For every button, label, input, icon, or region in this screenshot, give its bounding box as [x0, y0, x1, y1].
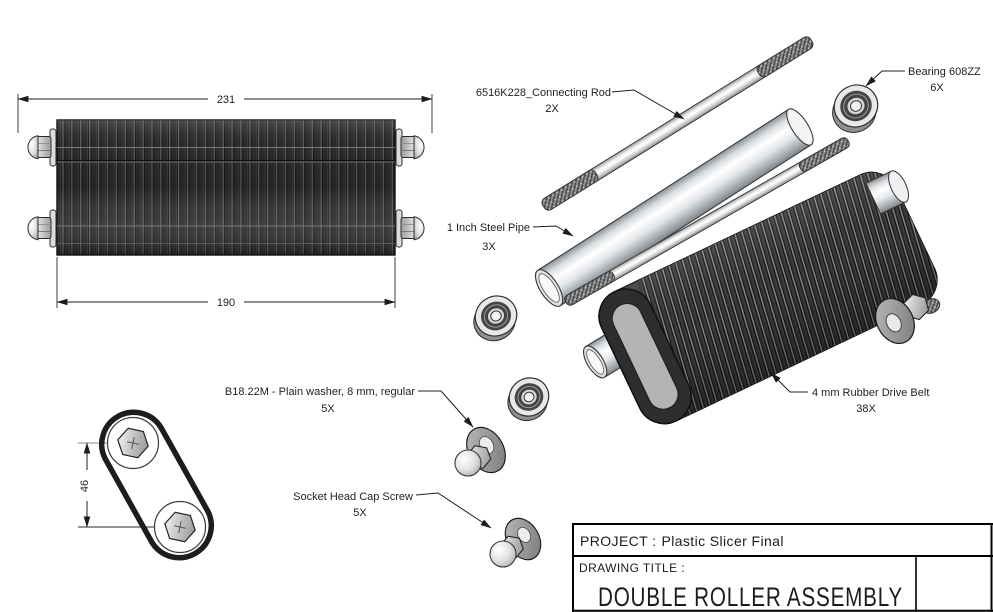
dim-value-centers: 46 — [79, 480, 91, 492]
callout-qty: 3X — [482, 241, 496, 253]
callout-qty: 2X — [545, 103, 559, 115]
end-screw-bottom-right — [395, 209, 425, 248]
belt-detail-view: 46 — [76, 409, 215, 561]
callout-qty: 38X — [856, 403, 876, 415]
callout-text: 6516K228_Connecting Rod — [476, 87, 611, 99]
callout-qty: 5X — [353, 507, 367, 519]
callout-plain-washer: B18.22M - Plain washer, 8 mm, regular 5X — [225, 386, 474, 428]
connecting-rod — [541, 36, 814, 211]
dim-value-outer: 231 — [217, 94, 235, 106]
washer-nut-right — [875, 293, 941, 345]
exploded-view: 6516K228_Connecting Rod 2X Bearing 608ZZ… — [225, 36, 981, 568]
washer-screw-lower — [489, 517, 542, 568]
callout-drive-belt: 4 mm Rubber Drive Belt 38X — [770, 372, 929, 415]
dim-text-mask — [208, 92, 244, 105]
roller-shading — [57, 120, 395, 255]
hex-bolt-top — [117, 427, 149, 459]
drawing-title-label: DRAWING TITLE : — [579, 561, 685, 575]
connecting-rod-2 — [564, 137, 850, 306]
leader-line — [611, 89, 685, 120]
bearing-608zz-c — [507, 377, 550, 422]
end-screw-top-left — [27, 128, 57, 167]
hex-bolt-bottom — [164, 511, 196, 543]
front-belt-loop-hole — [611, 302, 679, 410]
leader-line — [770, 372, 808, 393]
callout-text: Bearing 608ZZ — [908, 66, 981, 78]
callout-connecting-rod: 6516K228_Connecting Rod 2X — [476, 87, 685, 120]
steel-pipe-1 — [534, 108, 814, 307]
drawing-title-value: DOUBLE ROLLER ASSEMBLY — [598, 582, 903, 612]
end-screw-bottom-left — [27, 209, 57, 248]
callout-cap-screw: Socket Head Cap Screw 5X — [293, 491, 492, 529]
callout-bearing: Bearing 608ZZ 6X — [865, 66, 981, 94]
front-view-double-roller: 231 190 — [17, 92, 433, 309]
project-row: PROJECT : Plastic Slicer Final — [580, 533, 784, 549]
callout-steel-pipe: 1 Inch Steel Pipe 3X — [447, 222, 574, 253]
project-label: PROJECT : — [580, 533, 656, 549]
drive-belt-loop — [98, 409, 215, 561]
leader-line — [865, 70, 905, 87]
leader-line — [415, 492, 492, 529]
callout-text: 1 Inch Steel Pipe — [447, 222, 530, 234]
drive-belt-roller — [590, 163, 946, 433]
dim-text-mask — [76, 470, 91, 501]
washer-screw-upper — [454, 426, 506, 477]
callout-qty: 5X — [321, 403, 335, 415]
roller-body — [56, 119, 396, 256]
dimension-190: 190 — [56, 257, 396, 309]
pipe-hub-end — [865, 170, 910, 215]
callout-text: B18.22M - Plain washer, 8 mm, regular — [225, 386, 415, 398]
callout-text: Socket Head Cap Screw — [293, 491, 413, 503]
callout-qty: 6X — [930, 82, 944, 94]
callout-text: 4 mm Rubber Drive Belt — [812, 387, 929, 399]
dim-value-inner: 190 — [217, 297, 235, 309]
end-screw-top-right — [395, 128, 425, 167]
project-value: Plastic Slicer Final — [661, 533, 783, 549]
dim-text-mask — [208, 295, 244, 308]
bearing-608zz-b — [473, 295, 518, 342]
title-block: PROJECT : Plastic Slicer Final DRAWING TI… — [572, 523, 993, 612]
leader-line — [418, 390, 474, 428]
leader-line — [532, 225, 574, 237]
bearing-608zz-a — [832, 84, 879, 133]
dimension-231: 231 — [17, 92, 433, 133]
